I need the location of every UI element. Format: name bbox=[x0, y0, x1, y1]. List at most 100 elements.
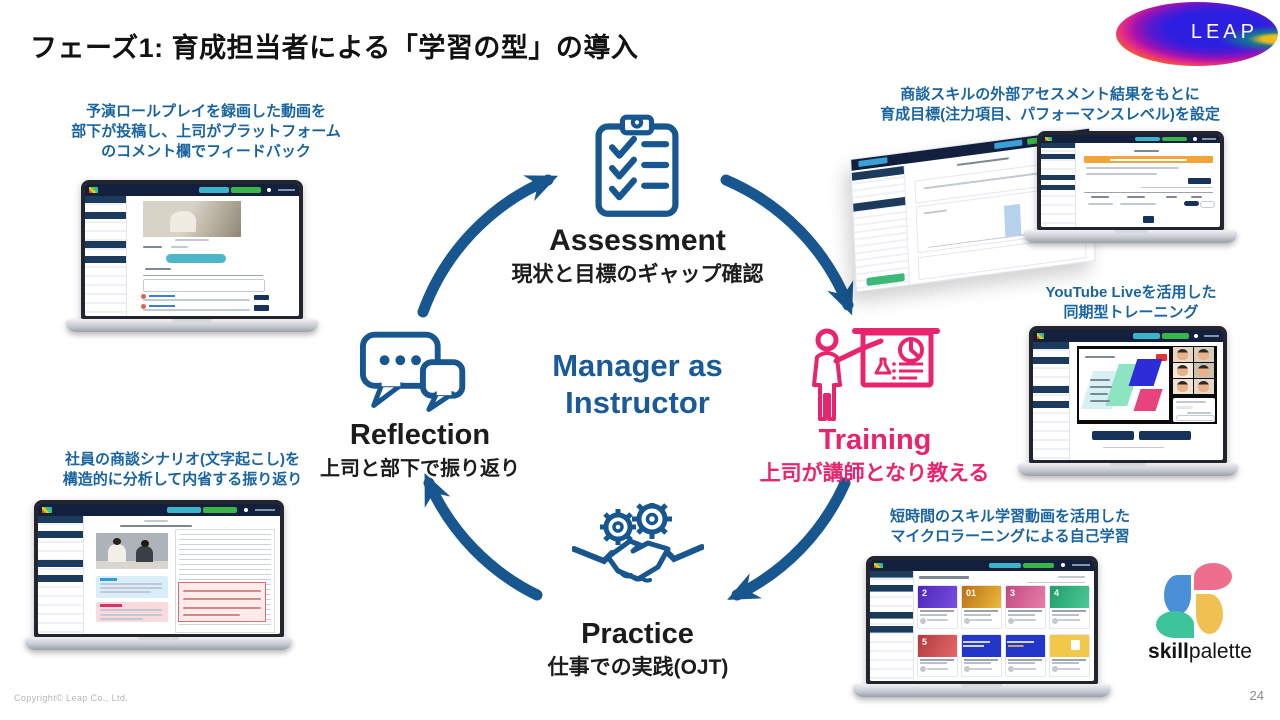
table-header bbox=[1091, 195, 1109, 198]
skillpalette-word-palette: palette bbox=[1188, 640, 1252, 663]
annotation-reflection-line1: 社員の商談シナリオ(文字起こし)を bbox=[65, 451, 300, 468]
user-menu bbox=[277, 188, 295, 191]
participant-face bbox=[1177, 349, 1189, 360]
thumbnail-number: 01 bbox=[966, 588, 977, 599]
green-button bbox=[1162, 136, 1188, 142]
app-topbar bbox=[1033, 330, 1223, 342]
participant-tile bbox=[1172, 379, 1193, 394]
helper-text-line bbox=[1141, 186, 1213, 188]
good-points-title-line bbox=[99, 578, 118, 582]
thumbnail-number: 4 bbox=[1053, 588, 1059, 599]
course-card bbox=[1005, 634, 1046, 678]
annotation-assessment-setting: 商談スキルの外部アセスメント結果をもとに 育成目標(注力項目、パフォーマンスレベ… bbox=[846, 85, 1254, 125]
annotation-youtube-line1: YouTube Liveを活用した bbox=[1045, 284, 1217, 301]
annotation-youtube-live: YouTube Liveを活用した 同期型トレーニング bbox=[1002, 283, 1260, 323]
video-caption-line bbox=[174, 239, 210, 242]
dashboard-title-line bbox=[956, 157, 1010, 167]
chat-chip bbox=[1176, 405, 1194, 409]
thumbnail-number: 5 bbox=[922, 637, 928, 648]
thumbnail-number: 3 bbox=[1010, 588, 1016, 599]
user-menu bbox=[255, 508, 275, 511]
commenter-name-line bbox=[149, 305, 175, 308]
improvement-text-line bbox=[99, 609, 163, 612]
course-card bbox=[961, 634, 1002, 678]
slide-text-line bbox=[1090, 400, 1111, 403]
teal-button bbox=[198, 186, 229, 194]
annotation-assessment-line2: 育成目標(注力項目、パフォーマンスレベル)を設定 bbox=[880, 106, 1220, 123]
annotation-roleplay-line2: 部下が投稿し、上司がプラットフォーム bbox=[71, 123, 341, 140]
navy-action-button bbox=[1139, 431, 1191, 441]
course-card: 5 bbox=[917, 634, 958, 678]
assessment-desc: 現状と目標のギャップ確認 bbox=[511, 263, 764, 286]
laptop-screen bbox=[1029, 326, 1227, 463]
laptop-base bbox=[25, 637, 292, 650]
course-thumbnail: 2 bbox=[918, 586, 957, 608]
laptop-base bbox=[853, 684, 1111, 697]
submit-feedback-button bbox=[166, 253, 227, 264]
laptop-screen bbox=[33, 500, 284, 637]
course-thumbnail bbox=[1049, 635, 1089, 657]
bell-icon bbox=[244, 507, 249, 512]
page-number: 24 bbox=[1249, 688, 1264, 703]
course-card bbox=[1048, 634, 1090, 678]
app-logo-icon bbox=[1044, 136, 1052, 142]
participant-tile bbox=[1172, 347, 1193, 362]
improvement-text-line bbox=[99, 613, 163, 616]
teal-button bbox=[1133, 332, 1161, 339]
skillpalette-word-skill: skill bbox=[1148, 640, 1189, 663]
app-topbar bbox=[85, 184, 299, 196]
handshake-gears-icon bbox=[572, 503, 704, 583]
body-text-line bbox=[1085, 167, 1179, 170]
meeting-video-thumbnail bbox=[95, 532, 169, 569]
good-points-text-line bbox=[99, 583, 163, 585]
reply-button bbox=[254, 294, 270, 301]
table-cell-line bbox=[1119, 203, 1156, 206]
pagination-current bbox=[1143, 215, 1154, 224]
laptop-microlearning: 2 01 3 4 5 bbox=[853, 556, 1111, 697]
practice-label: Practice bbox=[581, 618, 694, 650]
banner-text-line bbox=[1109, 158, 1188, 161]
slide-shape-pink bbox=[1133, 388, 1163, 412]
reflection-screenshot bbox=[37, 504, 280, 634]
skillpalette-petal-pink bbox=[1194, 563, 1232, 590]
manager-line-1: Manager as bbox=[552, 348, 723, 383]
meta-line bbox=[1026, 581, 1086, 583]
user-menu bbox=[1204, 334, 1220, 337]
participant-video-grid bbox=[1172, 347, 1215, 395]
live-video-stage bbox=[1076, 345, 1218, 424]
course-thumbnail: 01 bbox=[962, 586, 1001, 608]
speech-bubbles-icon bbox=[359, 331, 466, 412]
green-button bbox=[202, 506, 237, 513]
slide-text-line bbox=[1090, 385, 1112, 388]
course-thumbnail bbox=[962, 635, 1001, 657]
slide-title-line bbox=[1084, 355, 1116, 358]
comment-input bbox=[142, 279, 265, 292]
leap-logo: LEAP bbox=[1116, 2, 1278, 66]
laptop-screen bbox=[1037, 131, 1224, 230]
doc-title-line bbox=[119, 524, 193, 527]
participant-tile bbox=[1194, 379, 1214, 394]
course-thumbnail bbox=[1006, 635, 1045, 657]
slide-text-line bbox=[1090, 393, 1109, 395]
annotation-microlearning: 短時間のスキル学習動画を活用した マイクロラーニングによる自己学習 bbox=[845, 507, 1175, 547]
course-card: 3 bbox=[1005, 585, 1046, 629]
divider bbox=[142, 275, 263, 277]
arrow-practice-to-reflection bbox=[423, 472, 543, 601]
course-thumbnail: 5 bbox=[918, 635, 957, 657]
annotation-assessment-line1: 商談スキルの外部アセスメント結果をもとに bbox=[900, 86, 1200, 103]
green-button bbox=[1162, 332, 1189, 339]
highlight-text-line bbox=[183, 589, 261, 592]
good-points-text-line bbox=[99, 586, 163, 589]
roleplay-app-screenshot bbox=[85, 184, 299, 316]
participant-face bbox=[1177, 381, 1189, 392]
practice-desc: 仕事での実践(OJT) bbox=[547, 656, 729, 679]
chat-message-line bbox=[1176, 401, 1206, 404]
good-points-box bbox=[95, 575, 169, 598]
chat-input bbox=[1175, 414, 1215, 421]
course-card: 2 bbox=[917, 585, 958, 629]
participant-face bbox=[1198, 365, 1210, 376]
user-menu bbox=[1202, 138, 1217, 141]
laptop-base bbox=[1018, 463, 1238, 476]
laptop-screen bbox=[81, 180, 303, 319]
